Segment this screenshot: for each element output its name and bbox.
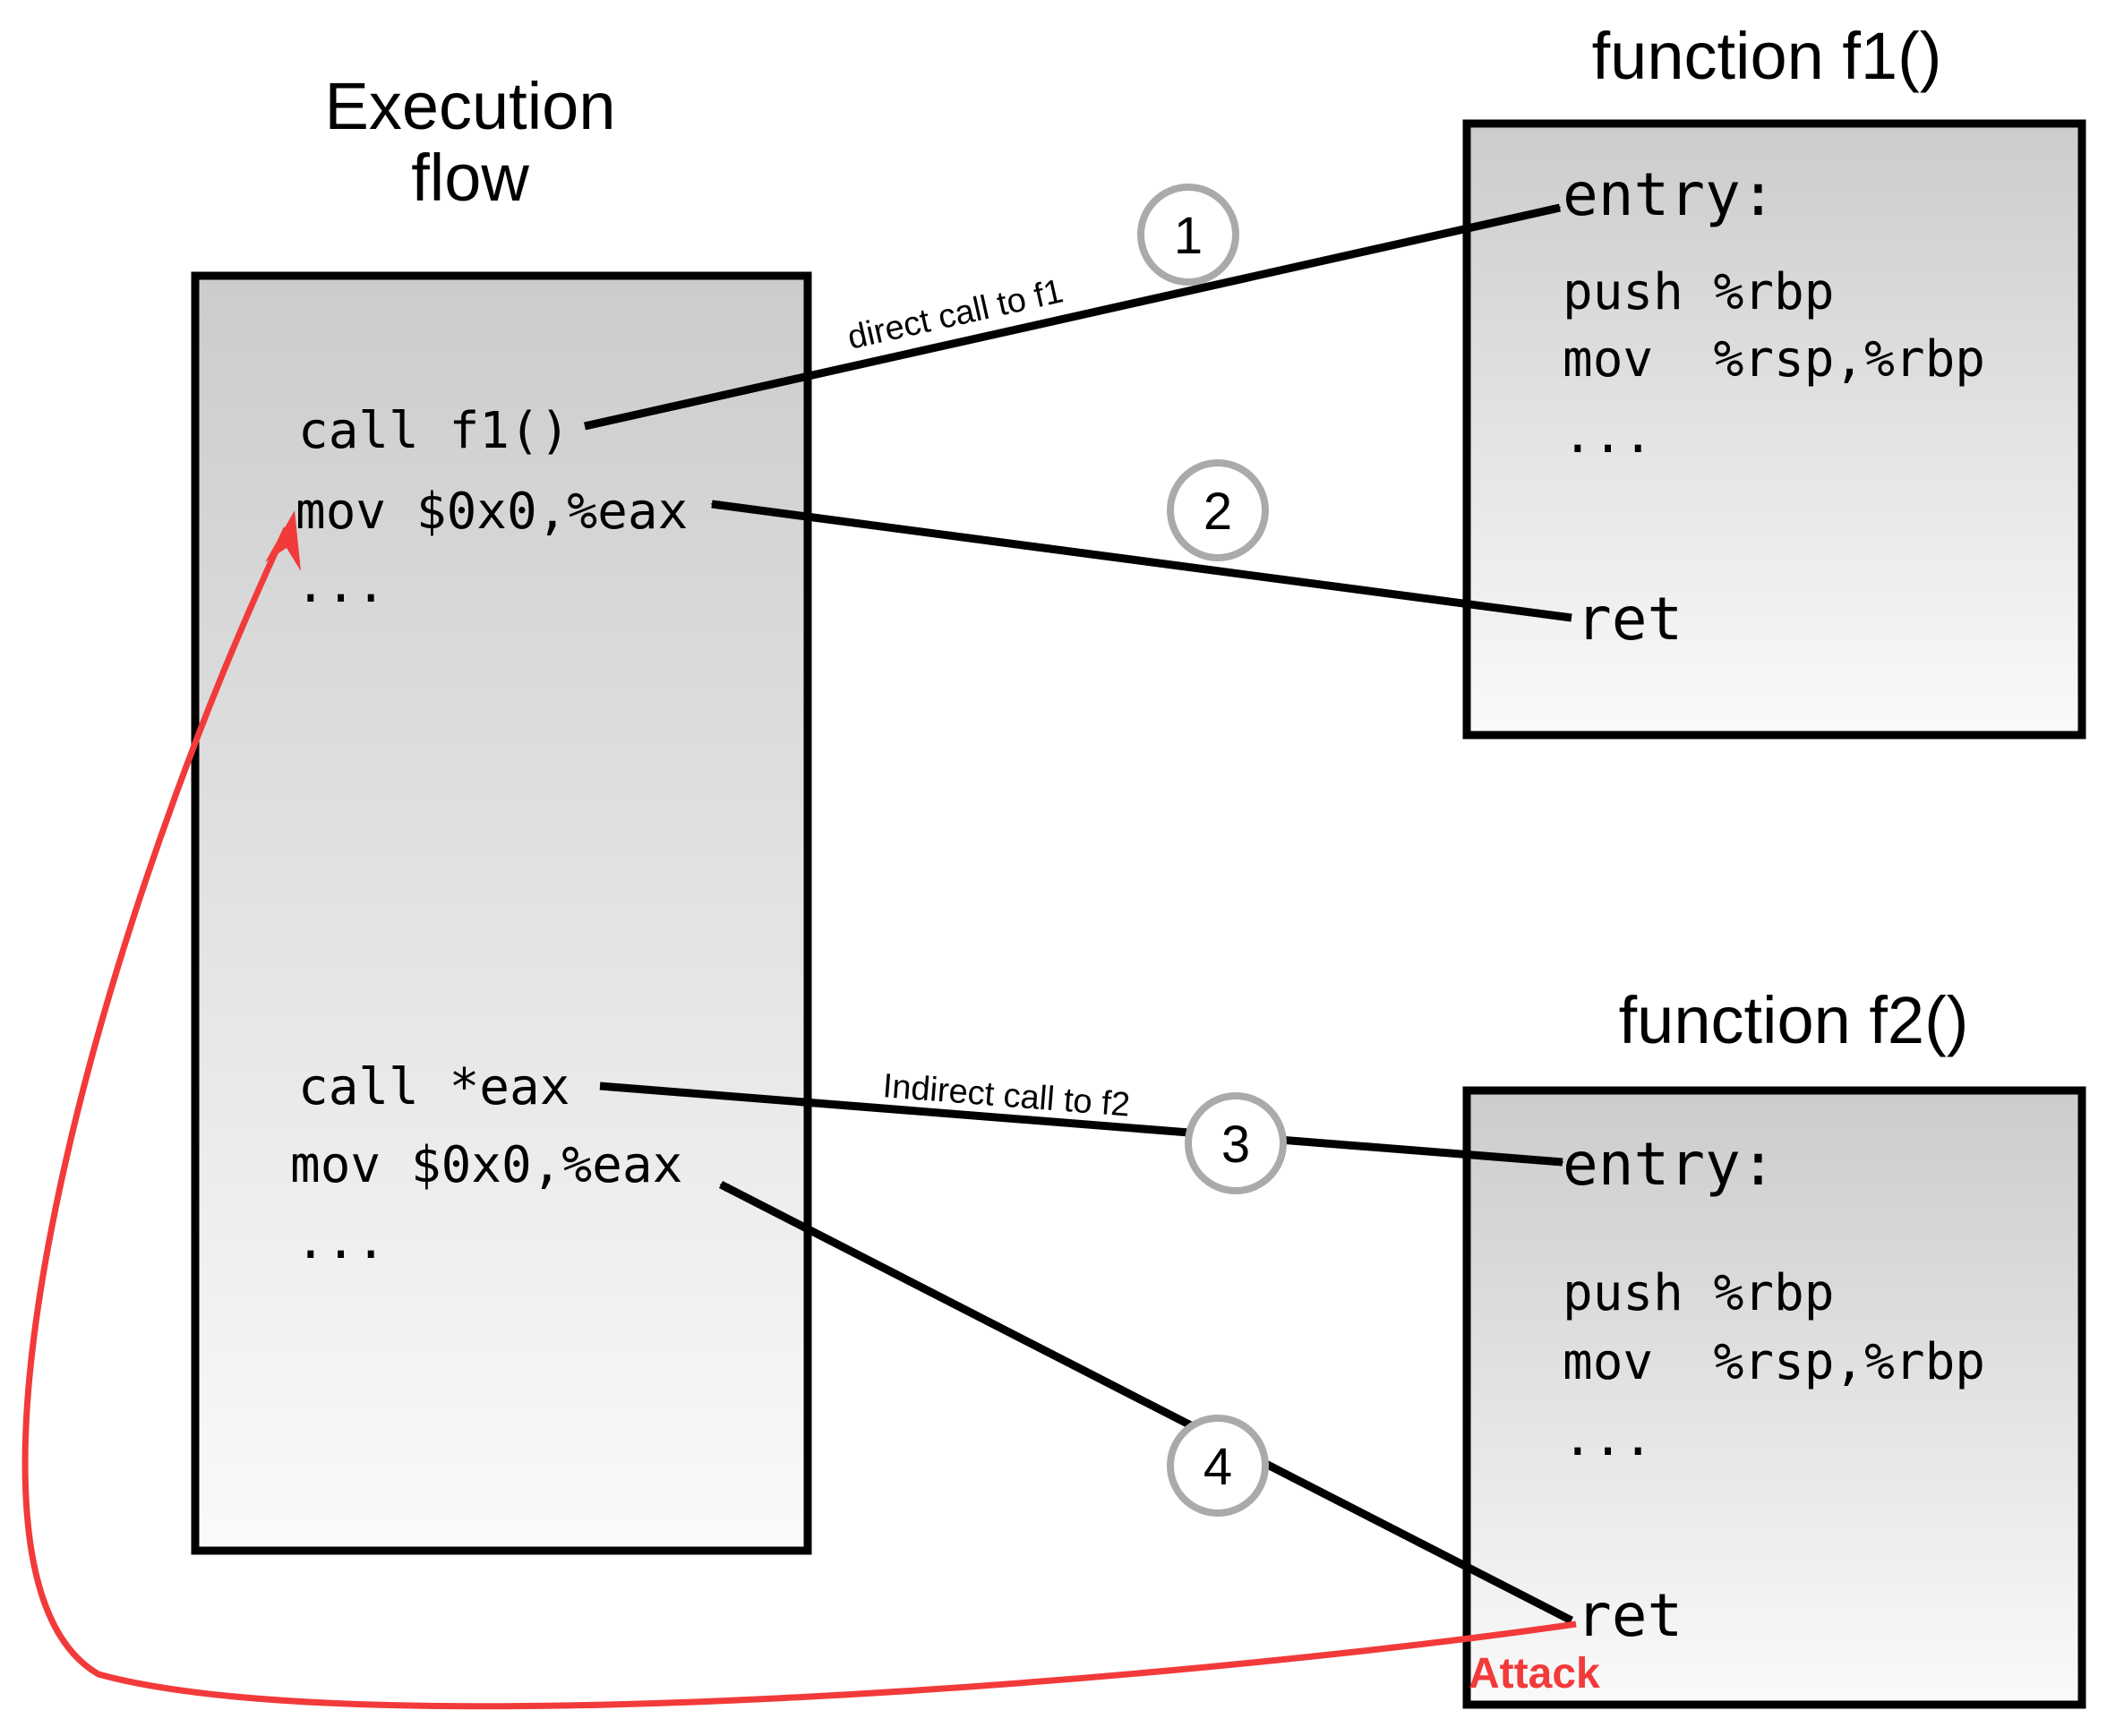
attack-arrowhead xyxy=(265,510,301,571)
f2-code-mov: mov %rsp,%rbp xyxy=(1563,1333,1985,1391)
step-2-marker: 2 xyxy=(1167,459,1269,561)
svg-text:3: 3 xyxy=(1221,1116,1250,1174)
svg-text:4: 4 xyxy=(1203,1438,1232,1496)
svg-text:1: 1 xyxy=(1174,207,1203,265)
main-code-dots-1: ... xyxy=(295,556,386,614)
execution-flow-title-line1: Execution xyxy=(325,69,616,143)
f1-entry-label: entry: xyxy=(1563,160,1776,229)
edge-return-f1 xyxy=(710,500,1572,622)
step-3-marker: 3 xyxy=(1185,1092,1287,1194)
f2-entry-label: entry: xyxy=(1563,1130,1776,1199)
main-code-mov-2: mov $0x0,%eax xyxy=(290,1136,682,1194)
main-code-call-eax: call *eax xyxy=(298,1058,570,1116)
edge-return-f2 xyxy=(718,1180,1574,1625)
attack-edge xyxy=(21,526,1577,1710)
edge-direct-call xyxy=(584,203,1562,431)
svg-text:2: 2 xyxy=(1203,483,1232,541)
edge-label-attack: Attack xyxy=(1469,1650,1600,1698)
f1-code-push: push %rbp xyxy=(1563,263,1834,321)
execution-flow-title-line2: flow xyxy=(411,141,529,215)
f1-ret-label: ret xyxy=(1576,585,1683,654)
edge-indirect-call xyxy=(599,1082,1564,1167)
function-f1-box xyxy=(1462,119,2086,740)
f2-ret-label: ret xyxy=(1576,1581,1683,1650)
function-f1-title: function f1() xyxy=(1592,19,1942,93)
function-f2-title: function f2() xyxy=(1619,983,1969,1057)
main-code-call-f1: call f1() xyxy=(298,402,570,460)
f1-code-mov: mov %rsp,%rbp xyxy=(1563,330,1985,389)
step-1-marker: 1 xyxy=(1137,184,1239,286)
step-4-marker: 4 xyxy=(1167,1415,1269,1517)
execution-flow-box xyxy=(191,271,812,1555)
f1-code-dots: ... xyxy=(1563,406,1653,465)
f2-code-push: push %rbp xyxy=(1563,1264,1834,1322)
f2-code-dots: ... xyxy=(1563,1409,1653,1467)
main-code-dots-2: ... xyxy=(295,1212,386,1270)
function-f2-box xyxy=(1462,1086,2086,1709)
main-code-mov-1: mov $0x0,%eax xyxy=(295,483,688,541)
